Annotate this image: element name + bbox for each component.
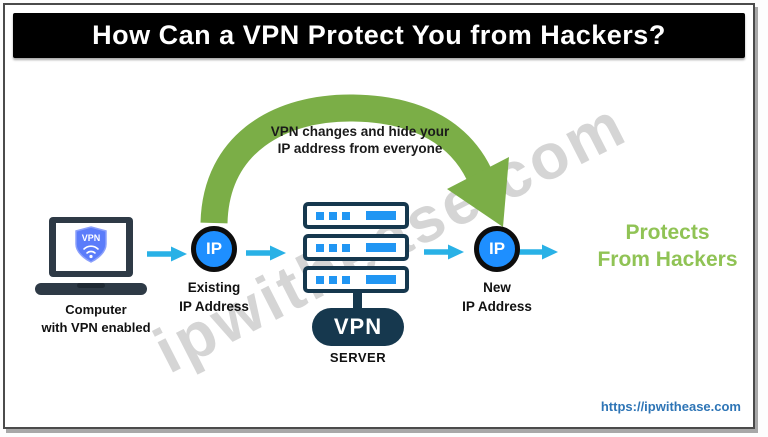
page-title: How Can a VPN Protect You from Hackers? [92, 20, 666, 50]
title-bar: How Can a VPN Protect You from Hackers? [13, 13, 745, 58]
arc-caption-line2: IP address from everyone [277, 141, 443, 156]
arc-caption: VPN changes and hide your IP address fro… [230, 123, 490, 157]
server-caption: SERVER [329, 350, 387, 365]
rack-led [329, 211, 337, 220]
rack-led [342, 243, 350, 252]
arrow-right-icon [424, 244, 464, 260]
server-rack-icon [303, 266, 409, 293]
rack-led [316, 243, 324, 252]
rack-bar [366, 275, 396, 284]
laptop-caption: Computer with VPN enabled [15, 301, 177, 337]
rack-bar [366, 243, 396, 252]
rack-led [316, 211, 324, 220]
laptop-caption-line2: with VPN enabled [41, 320, 151, 335]
rack-led [342, 275, 350, 284]
result-text: Protects From Hackers [580, 219, 755, 273]
arrow-right-icon [147, 246, 187, 262]
laptop-icon: VPN [35, 217, 147, 295]
curved-arrow-icon [200, 94, 509, 227]
arc-caption-line1: VPN changes and hide your [270, 124, 450, 139]
existing-ip-label-line1: Existing [187, 280, 241, 295]
result-line2: From Hackers [597, 248, 738, 271]
rack-bar [366, 211, 396, 220]
arrow-right-icon [518, 244, 558, 260]
new-ip-label: New IP Address [424, 278, 570, 316]
result-line1: Protects [625, 221, 710, 244]
vpn-pill: VPN [312, 308, 404, 346]
rack-led [329, 243, 337, 252]
server-stem [353, 293, 362, 310]
footer-url-link[interactable]: https://ipwithease.com [600, 399, 741, 414]
rack-led [342, 211, 350, 220]
rack-led [316, 275, 324, 284]
rack-led [329, 275, 337, 284]
new-ip-label-line2: IP Address [462, 299, 532, 314]
existing-ip-label: Existing IP Address [141, 278, 287, 316]
wifi-icon [83, 245, 99, 259]
new-ip-label-line1: New [483, 280, 511, 295]
arrow-right-icon [246, 245, 286, 261]
server-rack-icon [303, 234, 409, 261]
laptop-caption-line1: Computer [65, 302, 127, 317]
existing-ip-label-line2: IP Address [179, 299, 249, 314]
shield-label: VPN [82, 233, 101, 243]
vpn-shield-icon: VPN [75, 226, 107, 263]
existing-ip-badge: IP [191, 226, 237, 272]
infographic-frame: How Can a VPN Protect You from Hackers? … [3, 3, 755, 429]
new-ip-badge: IP [474, 226, 520, 272]
server-rack-icon [303, 202, 409, 229]
